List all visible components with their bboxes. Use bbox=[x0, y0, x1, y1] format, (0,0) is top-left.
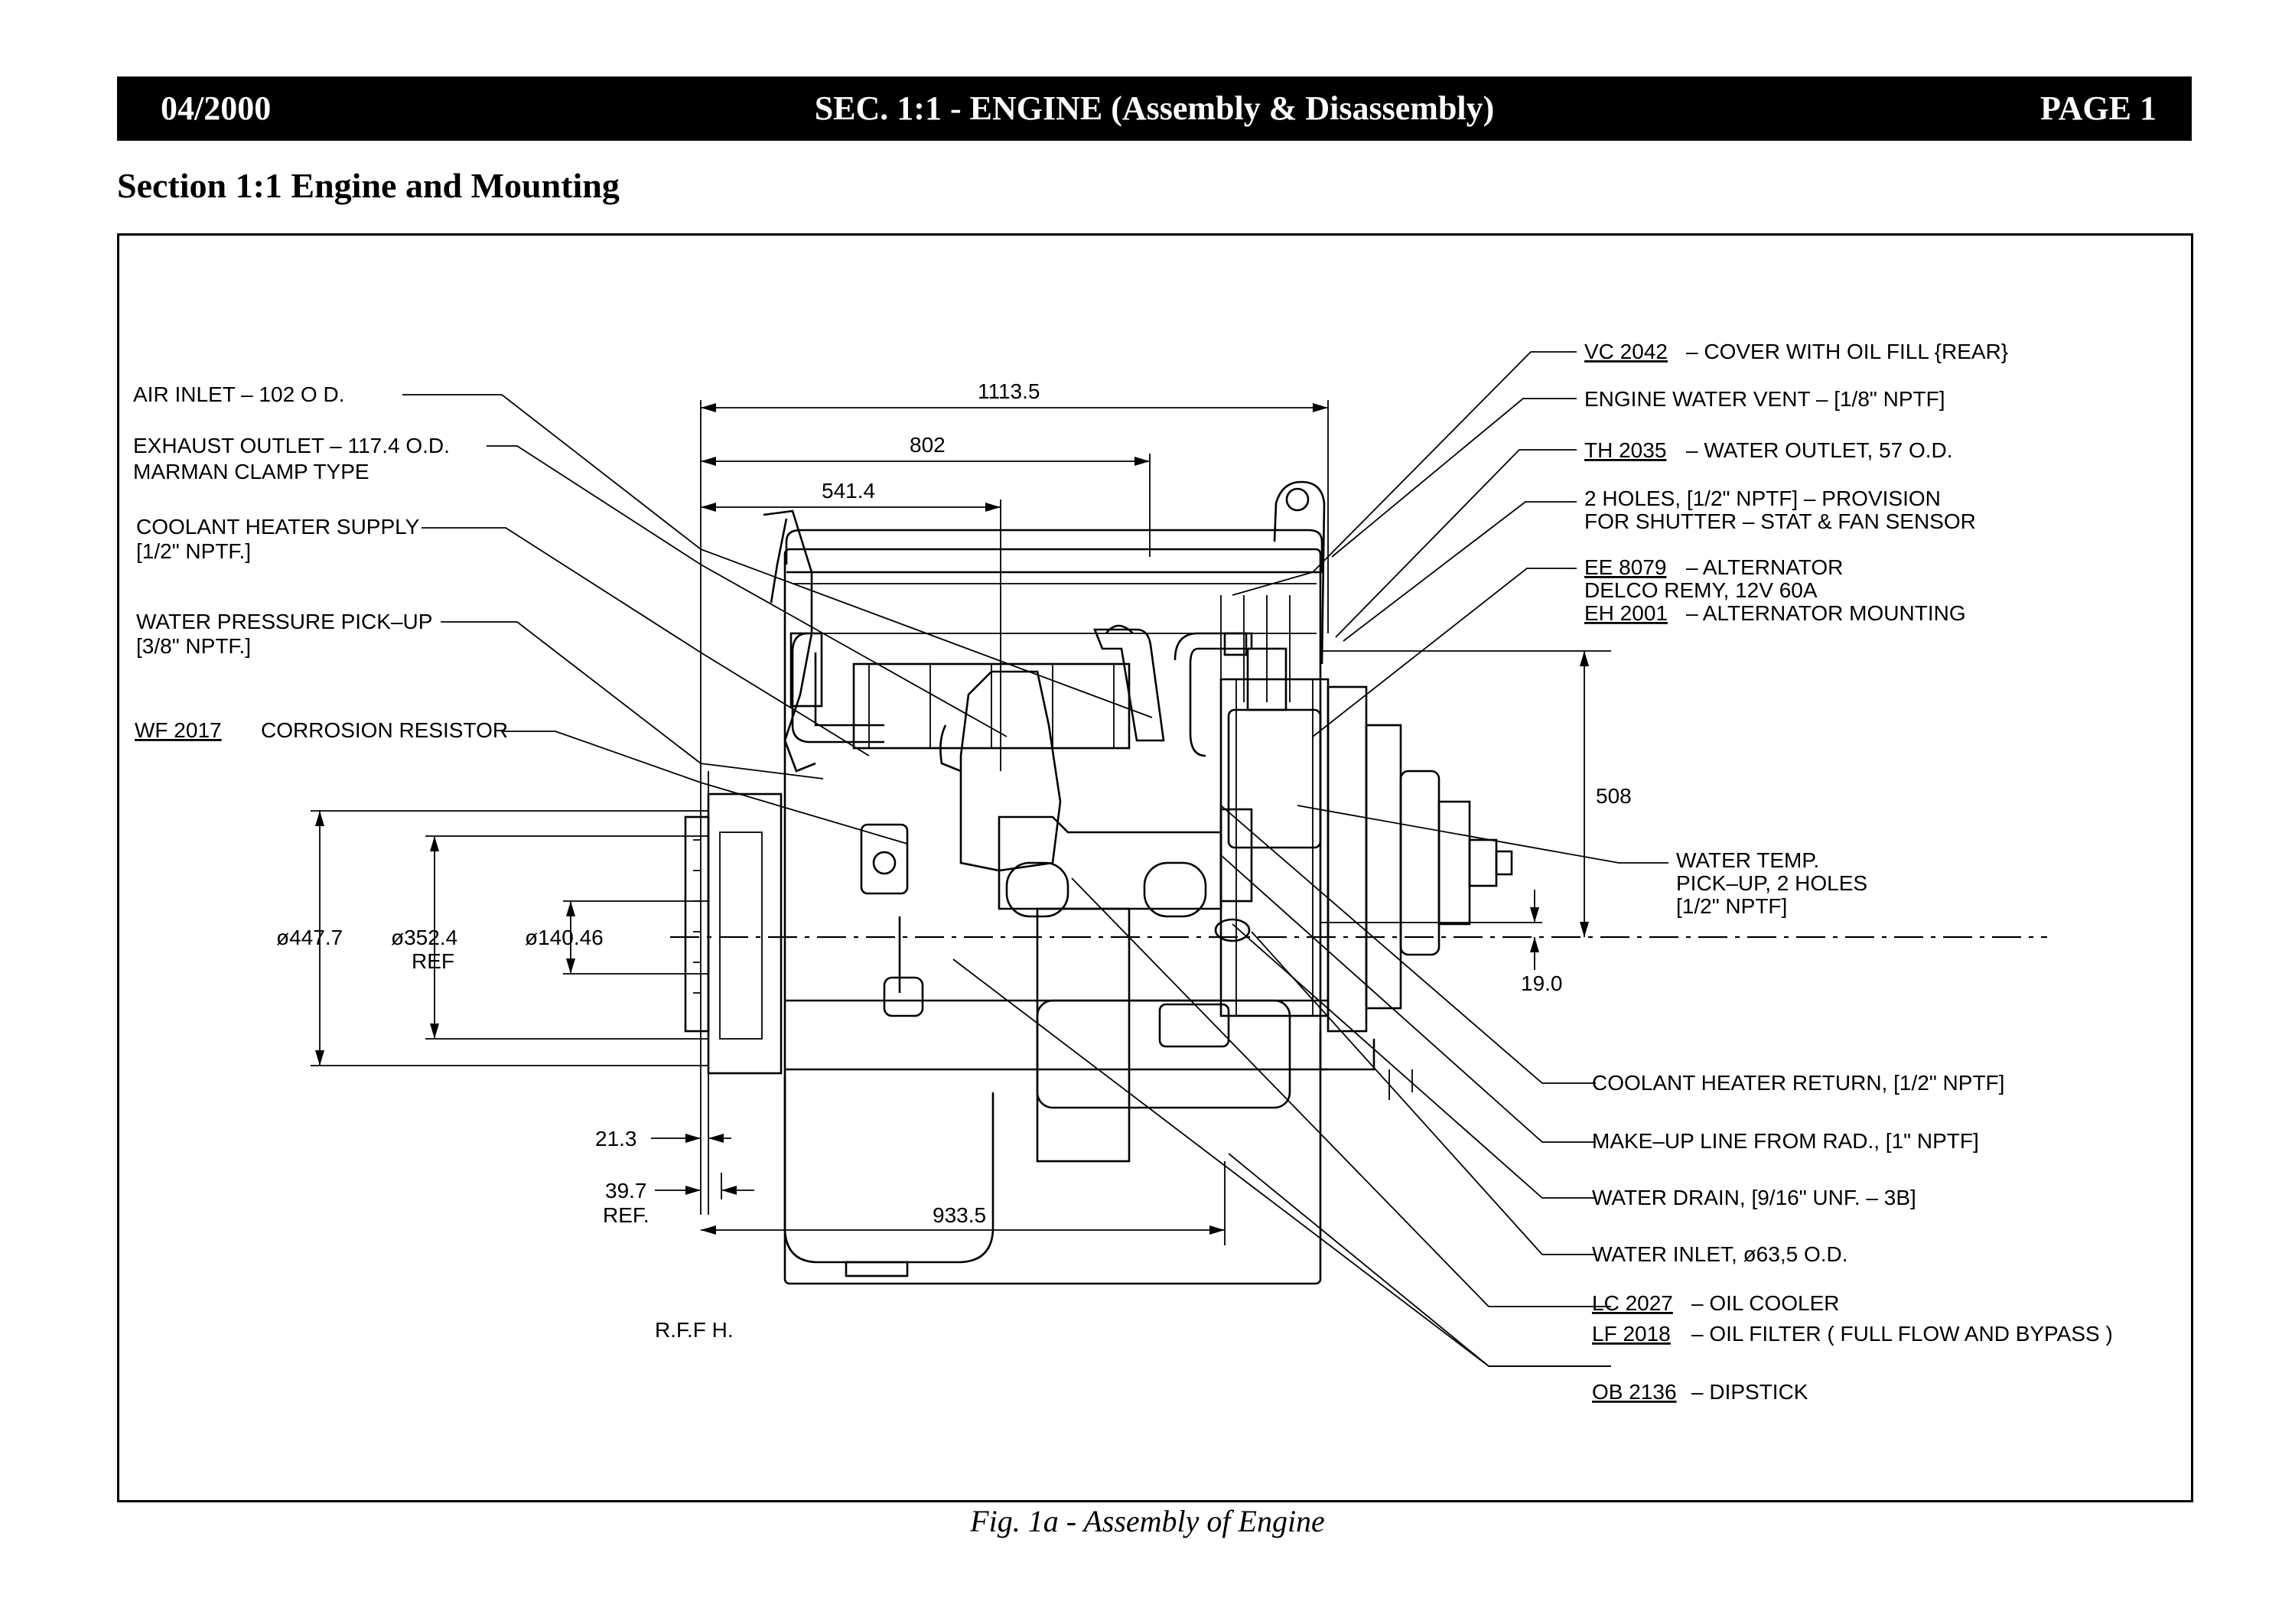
dim-dia-447-7: ø447.7 bbox=[276, 926, 343, 949]
header-bar: SEC. 1:1 - ENGINE (Assembly & Disassembl… bbox=[117, 76, 2192, 141]
dim-21-3: 21.3 bbox=[595, 1127, 637, 1150]
section-title: SEC. 1:1 - ENGINE (Assembly & Disassembl… bbox=[814, 89, 1495, 127]
dimension-values: 1113.5 802 541.4 508 19.0 ø447.7 ø352.4 … bbox=[276, 379, 1632, 1342]
make-up-line-label: MAKE–UP LINE FROM RAD., [1" NPTF] bbox=[1592, 1129, 1979, 1153]
water-pressure-pickup-label: WATER PRESSURE PICK–UP bbox=[136, 610, 432, 633]
dim-541-4: 541.4 bbox=[822, 479, 875, 503]
alternator-label: – ALTERNATOR bbox=[1686, 555, 1843, 579]
part-number-th2035: TH 2035 bbox=[1584, 438, 1666, 462]
marman-clamp-label: MARMAN CLAMP TYPE bbox=[133, 460, 369, 483]
shutter-holes-label: 2 HOLES, [1/2" NPTF] – PROVISION bbox=[1584, 487, 1941, 510]
coolant-heater-supply-label: COOLANT HEATER SUPPLY bbox=[136, 515, 420, 539]
dimension-lines bbox=[311, 400, 1611, 1245]
alternator-spec: DELCO REMY, 12V 60A bbox=[1584, 578, 1818, 602]
leader-lines bbox=[402, 351, 1668, 1367]
oil-cooler-label: – OIL COOLER bbox=[1691, 1291, 1839, 1315]
coolant-heater-supply-size: [1/2" NPTF.] bbox=[136, 539, 251, 563]
right-bottom-callouts: COOLANT HEATER RETURN, [1/2" NPTF] MAKE–… bbox=[1592, 1071, 2113, 1404]
figure-caption: Fig. 1a - Assembly of Engine bbox=[970, 1504, 1325, 1538]
page-number: PAGE 1 bbox=[2040, 89, 2157, 127]
air-inlet-label: AIR INLET – 102 O D. bbox=[133, 382, 345, 406]
water-temp-callout: WATER TEMP. PICK–UP, 2 HOLES [1/2" NPTF] bbox=[1676, 848, 1867, 918]
dim-ref: REF bbox=[412, 949, 454, 973]
dim-802: 802 bbox=[910, 433, 946, 457]
figure-frame: AIR INLET – 102 O D. EXHAUST OUTLET – 11… bbox=[117, 233, 2193, 1502]
engine-drawing: AIR INLET – 102 O D. EXHAUST OUTLET – 11… bbox=[133, 340, 2113, 1404]
engine-water-vent-label: ENGINE WATER VENT – [1/8" NPTF] bbox=[1584, 387, 1945, 411]
dipstick-label: – DIPSTICK bbox=[1691, 1380, 1808, 1404]
water-temp-label: WATER TEMP. bbox=[1676, 848, 1819, 872]
oil-filter-label: – OIL FILTER ( FULL FLOW AND BYPASS ) bbox=[1691, 1322, 2113, 1346]
cover-oil-fill-label: – COVER WITH OIL FILL {REAR} bbox=[1686, 340, 2008, 363]
dim-ref-2: REF. bbox=[603, 1203, 649, 1227]
water-inlet-label: WATER INLET, ø63,5 O.D. bbox=[1592, 1242, 1848, 1266]
engine-outline bbox=[684, 480, 1513, 1285]
part-number-wf2017: WF 2017 bbox=[135, 718, 222, 742]
water-pressure-pickup-size: [3/8" NPTF.] bbox=[136, 634, 251, 658]
dim-overall-length: 1113.5 bbox=[978, 379, 1040, 403]
revision-date: 04/2000 bbox=[161, 89, 272, 127]
alternator-mounting-label: – ALTERNATOR MOUNTING bbox=[1686, 601, 1966, 625]
part-number-vc2042: VC 2042 bbox=[1584, 340, 1668, 363]
rffh-label: R.F.F H. bbox=[655, 1318, 734, 1342]
section-heading: Section 1:1 Engine and Mounting bbox=[117, 166, 620, 205]
water-outlet-label: – WATER OUTLET, 57 O.D. bbox=[1686, 438, 1953, 462]
left-callouts: AIR INLET – 102 O D. EXHAUST OUTLET – 11… bbox=[133, 382, 508, 742]
dim-dia-140-46: ø140.46 bbox=[525, 926, 604, 949]
dim-dia-352-4: ø352.4 bbox=[391, 926, 457, 949]
water-drain-label: WATER DRAIN, [9/16" UNF. – 3B] bbox=[1592, 1186, 1916, 1209]
part-number-ob2136: OB 2136 bbox=[1592, 1380, 1677, 1404]
water-temp-size: [1/2" NPTF] bbox=[1676, 894, 1787, 918]
dim-19-0: 19.0 bbox=[1521, 971, 1563, 995]
dim-933-5: 933.5 bbox=[933, 1203, 986, 1227]
shutter-holes-label-2: FOR SHUTTER – STAT & FAN SENSOR bbox=[1584, 509, 1976, 533]
part-number-ee8079: EE 8079 bbox=[1584, 555, 1666, 579]
part-number-eh2001: EH 2001 bbox=[1584, 601, 1668, 625]
part-number-lc2027: LC 2027 bbox=[1592, 1291, 1673, 1315]
coolant-heater-return-label: COOLANT HEATER RETURN, [1/2" NPTF] bbox=[1592, 1071, 2004, 1095]
water-temp-label-2: PICK–UP, 2 HOLES bbox=[1676, 871, 1867, 895]
dim-39-7: 39.7 bbox=[605, 1179, 647, 1203]
exhaust-outlet-label: EXHAUST OUTLET – 117.4 O.D. bbox=[133, 434, 450, 457]
right-top-callouts: VC 2042 – COVER WITH OIL FILL {REAR} ENG… bbox=[1584, 340, 2008, 625]
part-number-lf2018: LF 2018 bbox=[1592, 1322, 1671, 1346]
corrosion-resistor-label: CORROSION RESISTOR bbox=[261, 718, 508, 742]
dim-508: 508 bbox=[1596, 784, 1632, 808]
